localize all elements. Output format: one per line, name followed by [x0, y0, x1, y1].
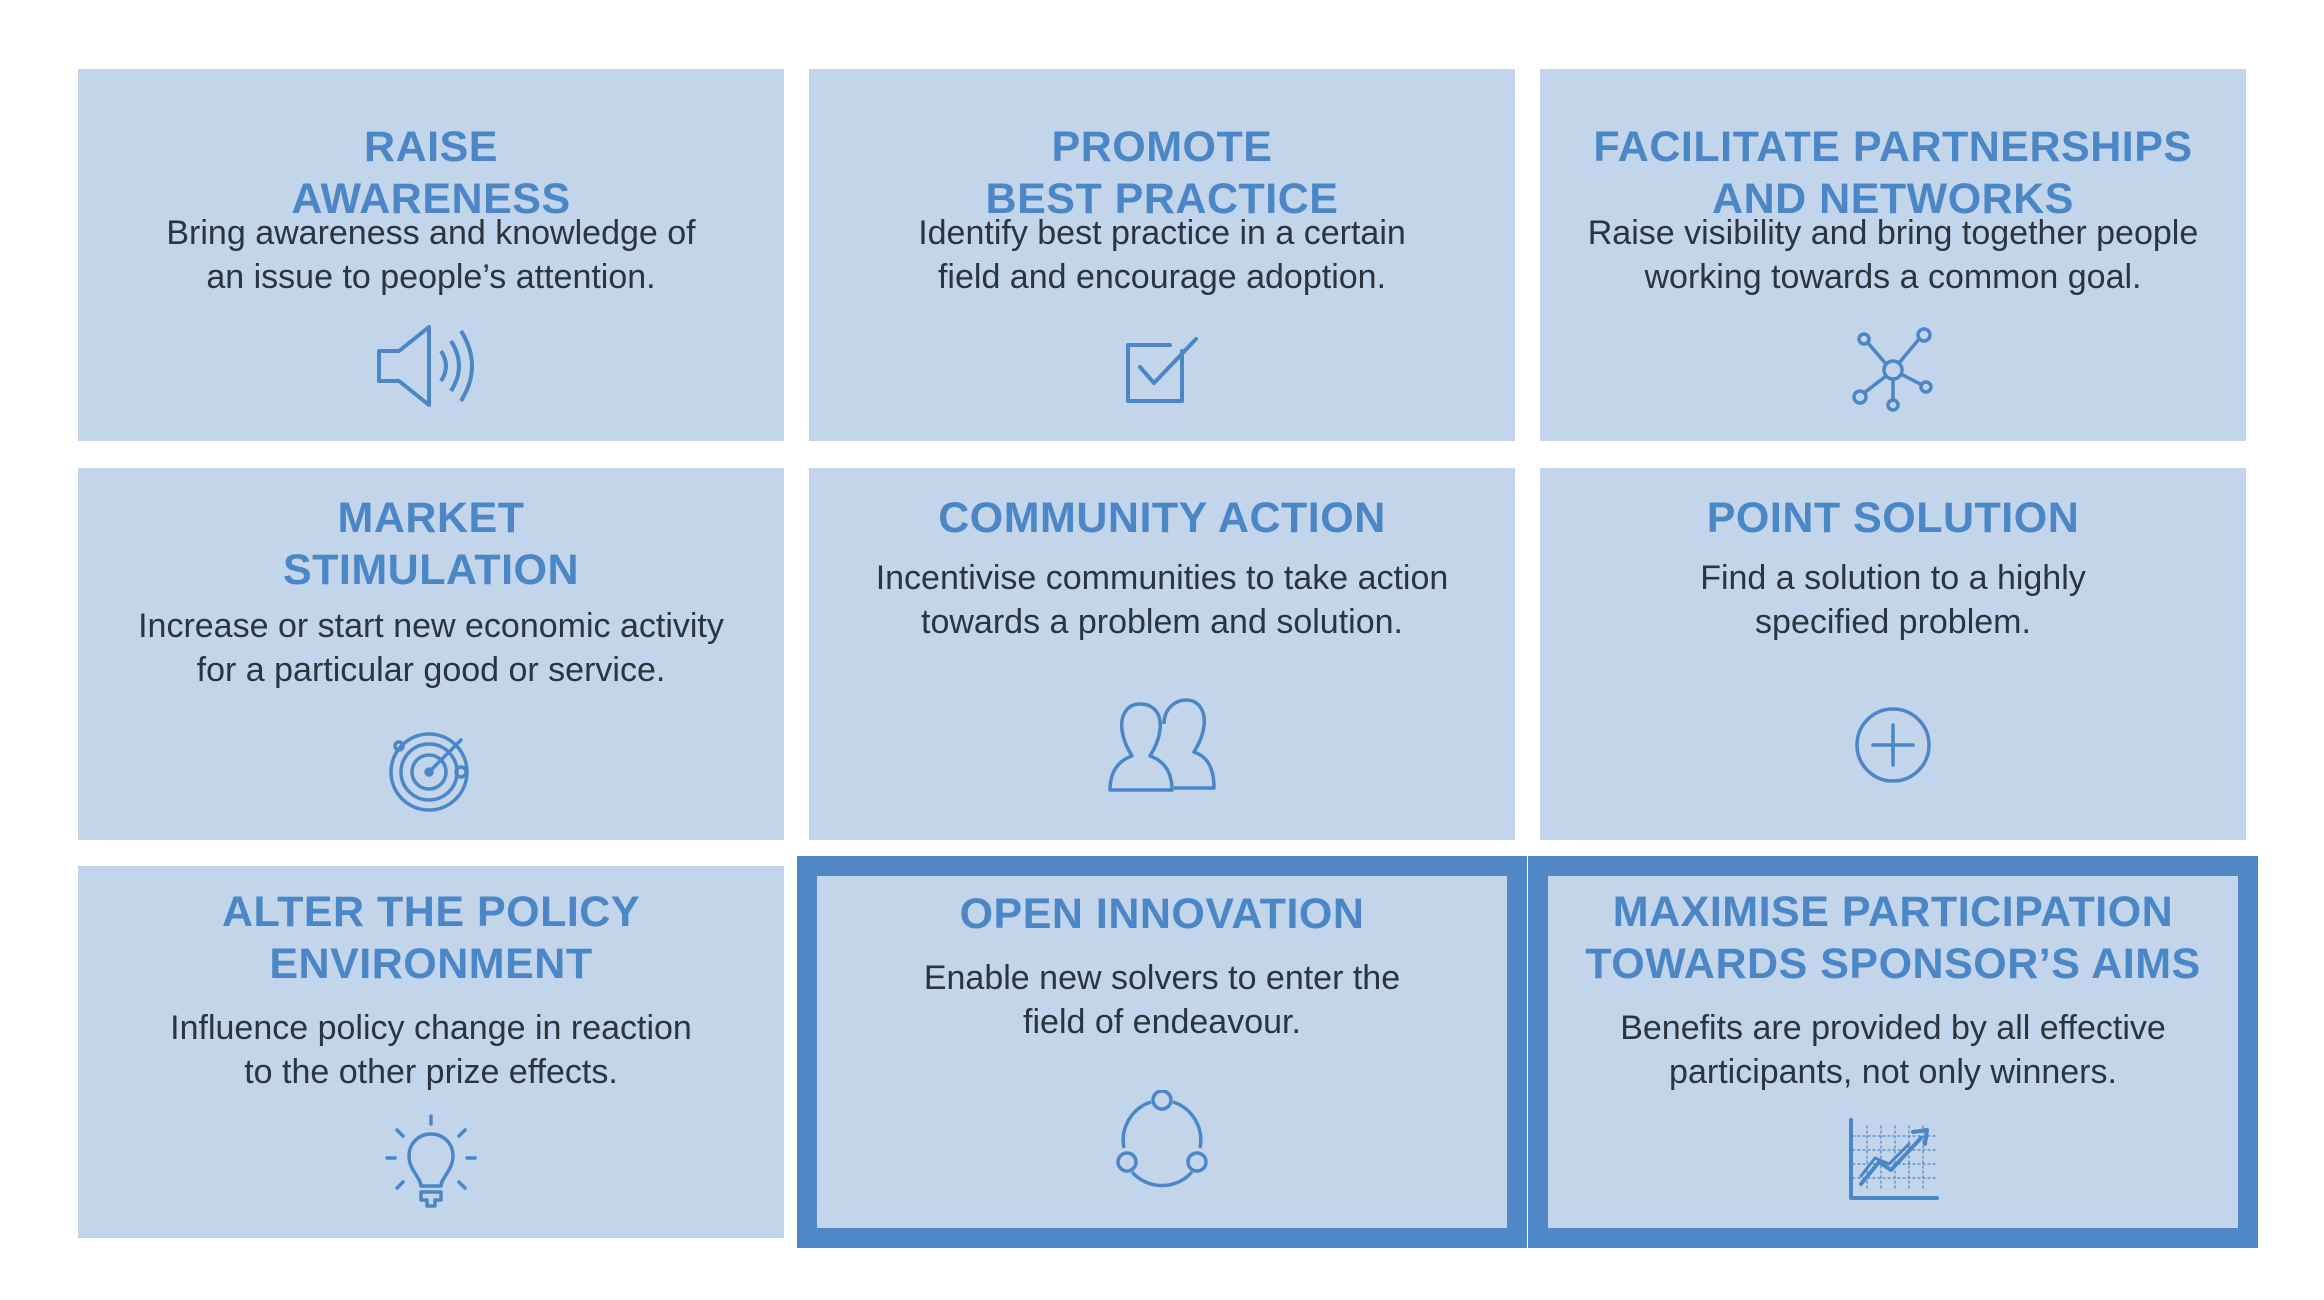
megaphone-icon	[371, 321, 491, 411]
growth-chart-icon	[1847, 1118, 1939, 1202]
card-description: Incentivise communities to take action t…	[875, 559, 1449, 641]
card-community-action: COMMUNITY ACTION Incentivise communities…	[809, 468, 1515, 840]
card-title: MARKET STIMULATION	[282, 494, 580, 594]
card-description: Find a solution to a highly specified pr…	[1700, 559, 2086, 641]
card-title: FACILITATE PARTNERSHIPS AND NETWORKS	[1593, 123, 2193, 223]
card-market-stimulation: MARKET STIMULATION Increase or start new…	[78, 468, 784, 840]
card-description: Enable new solvers to enter the field of…	[923, 959, 1401, 1041]
card-description: Increase or start new economic activity …	[138, 607, 724, 689]
card-title: ALTER THE POLICY ENVIRONMENT	[221, 888, 641, 988]
card-promote-best-practice: PROMOTE BEST PRACTICE Identify best prac…	[809, 69, 1515, 441]
cycle-icon	[1112, 1090, 1212, 1190]
card-title: OPEN INNOVATION	[959, 890, 1365, 938]
card-title: RAISE AWARENESS	[291, 123, 571, 223]
card-description: Influence policy change in reaction to t…	[170, 1009, 692, 1091]
card-facilitate-partnerships: FACILITATE PARTNERSHIPS AND NETWORKS Rai…	[1540, 69, 2246, 441]
card-raise-awareness: RAISE AWARENESS Bring awareness and know…	[78, 69, 784, 441]
card-alter-policy: ALTER THE POLICY ENVIRONMENT Influence p…	[78, 866, 784, 1238]
plus-circle-icon	[1853, 705, 1933, 785]
card-description: Benefits are provided by all effective p…	[1620, 1009, 2166, 1091]
card-open-innovation: OPEN INNOVATION Enable new solvers to en…	[797, 856, 1527, 1248]
card-title: COMMUNITY ACTION	[938, 494, 1386, 542]
card-description: Raise visibility and bring together peop…	[1587, 214, 2199, 296]
card-description: Identify best practice in a certain fiel…	[918, 214, 1406, 296]
card-title: MAXIMISE PARTICIPATION TOWARDS SPONSOR’S…	[1585, 888, 2201, 988]
card-maximise-participation: MAXIMISE PARTICIPATION TOWARDS SPONSOR’S…	[1528, 856, 2258, 1248]
card-title: PROMOTE BEST PRACTICE	[985, 123, 1339, 223]
card-description: Bring awareness and knowledge of an issu…	[166, 214, 696, 296]
people-icon	[1106, 696, 1218, 794]
checkbox-icon	[1122, 331, 1202, 407]
card-point-solution: POINT SOLUTION Find a solution to a high…	[1540, 468, 2246, 840]
card-title: POINT SOLUTION	[1706, 494, 2080, 542]
lightbulb-icon	[383, 1112, 479, 1212]
network-icon	[1848, 327, 1938, 413]
radar-icon	[387, 726, 475, 814]
